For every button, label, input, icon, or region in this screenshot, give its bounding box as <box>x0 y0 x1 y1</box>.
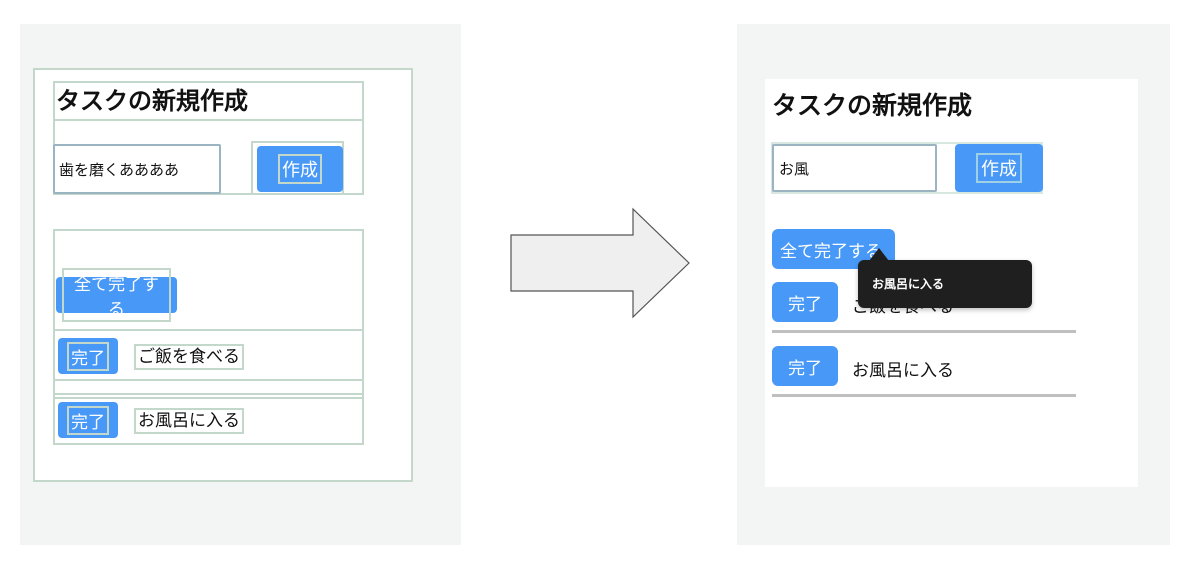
before-complete-all-label: 全て完了する <box>62 268 171 322</box>
before-create-label: 作成 <box>278 154 322 184</box>
after-task-input[interactable] <box>772 144 937 192</box>
after-complete-all-label: 全て完了する <box>780 241 882 262</box>
before-task-row: 完了 お風呂に入る <box>53 393 364 445</box>
after-page-title: タスクの新規作成 <box>772 91 973 120</box>
after-task-row: 完了 お風呂に入る <box>772 344 1076 397</box>
after-panel: タスクの新規作成 作成 全て完了する 完了 ご飯を食べる 完了 お風呂に入る お… <box>737 24 1170 545</box>
after-complete-button[interactable]: 完了 <box>772 346 838 386</box>
before-task-text: お風呂に入る <box>134 408 244 434</box>
right-arrow-icon <box>510 207 690 319</box>
after-complete-label: 完了 <box>788 358 822 379</box>
before-create-button-wrapper: 作成 <box>251 141 344 195</box>
before-task-list <box>53 229 364 399</box>
before-complete-button[interactable]: 完了 <box>58 402 118 438</box>
before-task-text: ご飯を食べる <box>134 344 244 370</box>
before-complete-label: 完了 <box>67 405 109 435</box>
autocomplete-tooltip-pointer <box>869 248 889 261</box>
after-create-button[interactable]: 作成 <box>955 144 1043 192</box>
autocomplete-tooltip[interactable]: お風呂に入る <box>858 260 1032 308</box>
before-complete-label: 完了 <box>67 341 109 371</box>
before-page-title: タスクの新規作成 <box>53 81 364 121</box>
before-complete-button[interactable]: 完了 <box>58 338 118 374</box>
after-task-text: お風呂に入る <box>852 361 954 381</box>
before-task-input[interactable] <box>53 144 221 194</box>
before-create-button[interactable]: 作成 <box>257 146 343 192</box>
before-complete-all-button[interactable]: 全て完了する <box>56 268 177 322</box>
before-task-row: 完了 ご飯を食べる <box>53 329 364 381</box>
after-complete-label: 完了 <box>788 294 822 315</box>
before-panel: タスクの新規作成 作成 全て完了する 完了 ご飯を食べる 完了 お風呂に入る <box>20 24 461 545</box>
after-create-label: 作成 <box>976 153 1022 183</box>
after-complete-button[interactable]: 完了 <box>772 282 838 322</box>
